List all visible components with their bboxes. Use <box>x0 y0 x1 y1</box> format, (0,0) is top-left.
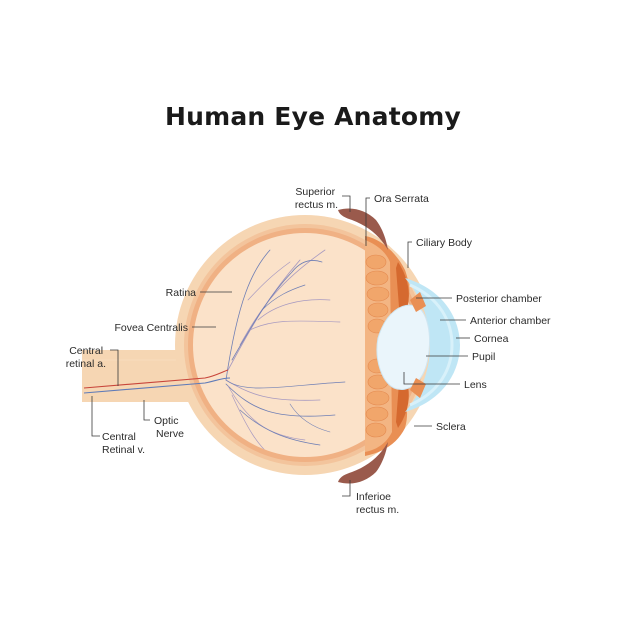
labels: Superior rectus m. Ora Serrata Ciliary B… <box>66 186 551 516</box>
label-ora-serrata: Ora Serrata <box>374 193 429 205</box>
label-optic-nerve: Optic Nerve <box>154 415 184 440</box>
label-posterior-chamber: Posterior chamber <box>456 293 542 305</box>
label-cornea: Cornea <box>474 333 509 345</box>
cornea-shape <box>405 278 460 412</box>
leader-lines <box>91 195 470 497</box>
page-title: Human Eye Anatomy <box>164 102 462 131</box>
label-sclera: Sclera <box>436 421 466 433</box>
vitreous-body <box>193 233 417 457</box>
superior-rectus-muscle <box>338 208 388 250</box>
label-central-retinal-vein: Central Retinal v. <box>102 431 145 456</box>
central-retinal-vessels <box>83 369 231 394</box>
inferior-rectus-muscle <box>338 442 388 484</box>
label-anterior-chamber: Anterior chamber <box>470 315 551 327</box>
label-fovea-centralis: Fovea Centralis <box>114 322 188 334</box>
label-ciliary-body: Ciliary Body <box>416 237 473 249</box>
lens-shape <box>376 304 430 390</box>
label-lens: Lens <box>464 379 487 391</box>
label-superior-rectus: Superior rectus m. <box>295 186 338 211</box>
iris <box>410 292 426 398</box>
label-retina: Ratina <box>166 287 197 299</box>
label-pupil: Pupil <box>472 351 495 363</box>
label-central-retinal-artery: Central retinal a. <box>66 345 106 370</box>
label-inferior-rectus: Inferioe rectus m. <box>356 491 399 516</box>
